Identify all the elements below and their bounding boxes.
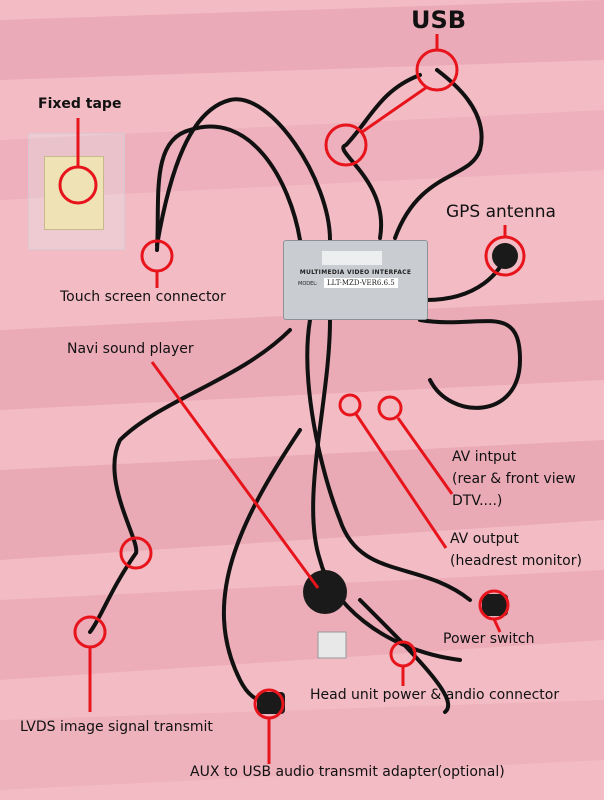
callouts: [58, 34, 526, 764]
power-switch-body: [482, 594, 508, 616]
label-usb: USB: [411, 6, 467, 34]
box-label-window: [322, 251, 382, 265]
head-unit-connector: [317, 631, 347, 659]
gps-puck: [492, 243, 518, 269]
aux-adapter-body: [257, 692, 285, 714]
label-av-input: AV intput: [452, 449, 517, 465]
label-fixed-tape: Fixed tape: [38, 96, 122, 112]
label-av-input-detail: (rear & front view: [452, 471, 576, 487]
label-gps-antenna: GPS antenna: [446, 202, 556, 222]
label-head-unit-connector: Head unit power & andio connector: [310, 687, 560, 703]
cables: [88, 68, 523, 714]
label-av-output: AV output: [450, 531, 519, 547]
multimedia-video-interface-box: MULTIMEDIA VIDEO INTERFACE MODEL: LLT-MZ…: [283, 240, 428, 320]
device-title: MULTIMEDIA VIDEO INTERFACE: [299, 269, 412, 276]
device-model-label: MODEL:: [298, 281, 318, 287]
label-aux-usb-adapter: AUX to USB audio transmit adapter(option…: [190, 764, 505, 780]
label-touch-screen-connector: Touch screen connector: [60, 289, 226, 305]
device-model: LLT-MZD-VER6.6.5: [324, 278, 398, 288]
label-av-input-detail-2: DTV....): [452, 493, 503, 509]
label-lvds: LVDS image signal transmit: [20, 719, 213, 735]
label-power-switch: Power switch: [443, 631, 535, 647]
label-navi-sound-player: Navi sound player: [67, 341, 194, 357]
label-av-output-detail: (headrest monitor): [450, 553, 582, 569]
